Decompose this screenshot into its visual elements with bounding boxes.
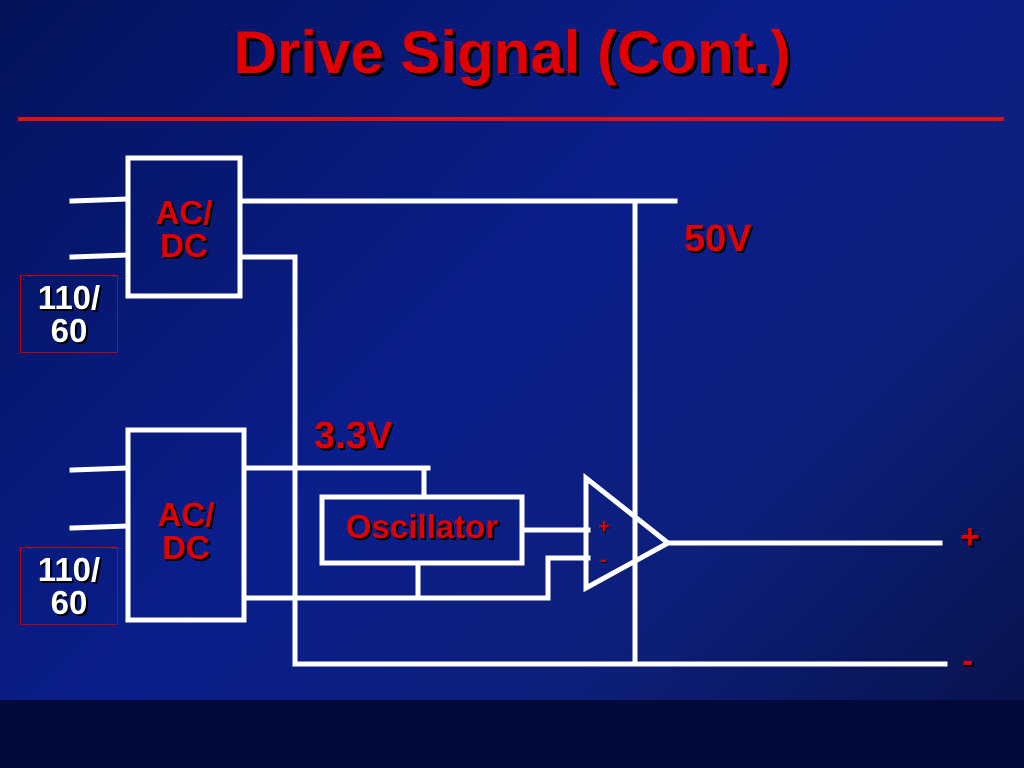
ac-dc-label-bottom: AC/ DC [128,498,244,564]
amp-minus-sign: - [600,549,607,571]
voltage-label-3v3: 3.3V [314,415,393,457]
input-lead-bottom-1 [69,465,131,473]
ac-dc-top-line2: DC [160,227,208,264]
input-lead-top-1 [69,196,131,204]
input-lead-top-2 [69,252,131,260]
source-top-line1: 110/ [37,279,101,316]
amp-plus-sign: + [598,516,610,538]
output-plus-terminal: + [960,518,980,556]
ac-dc-bottom-line2: DC [162,529,210,566]
input-lead-bottom-2 [69,523,131,531]
source-top-line2: 60 [50,312,88,349]
output-minus-terminal: - [962,642,974,680]
source-bottom-line1: 110/ [37,551,101,588]
ac-dc-block-top [125,155,243,299]
ac-dc-bottom-line1: AC/ [157,496,215,533]
source-label-bottom: 110/ 60 [20,547,118,625]
amplifier-triangle [583,472,673,593]
oscillator-label: Oscillator [345,508,499,545]
source-bottom-line2: 60 [50,584,88,621]
slide-footer-band [0,700,1024,768]
ac-dc-label-top: AC/ DC [128,196,240,262]
source-label-top: 110/ 60 [20,275,118,353]
title-divider [18,117,1004,121]
slide-title: Drive Signal (Cont.) [233,19,791,86]
voltage-label-50v: 50V [684,218,752,260]
ac-dc-top-line1: AC/ [155,194,213,231]
